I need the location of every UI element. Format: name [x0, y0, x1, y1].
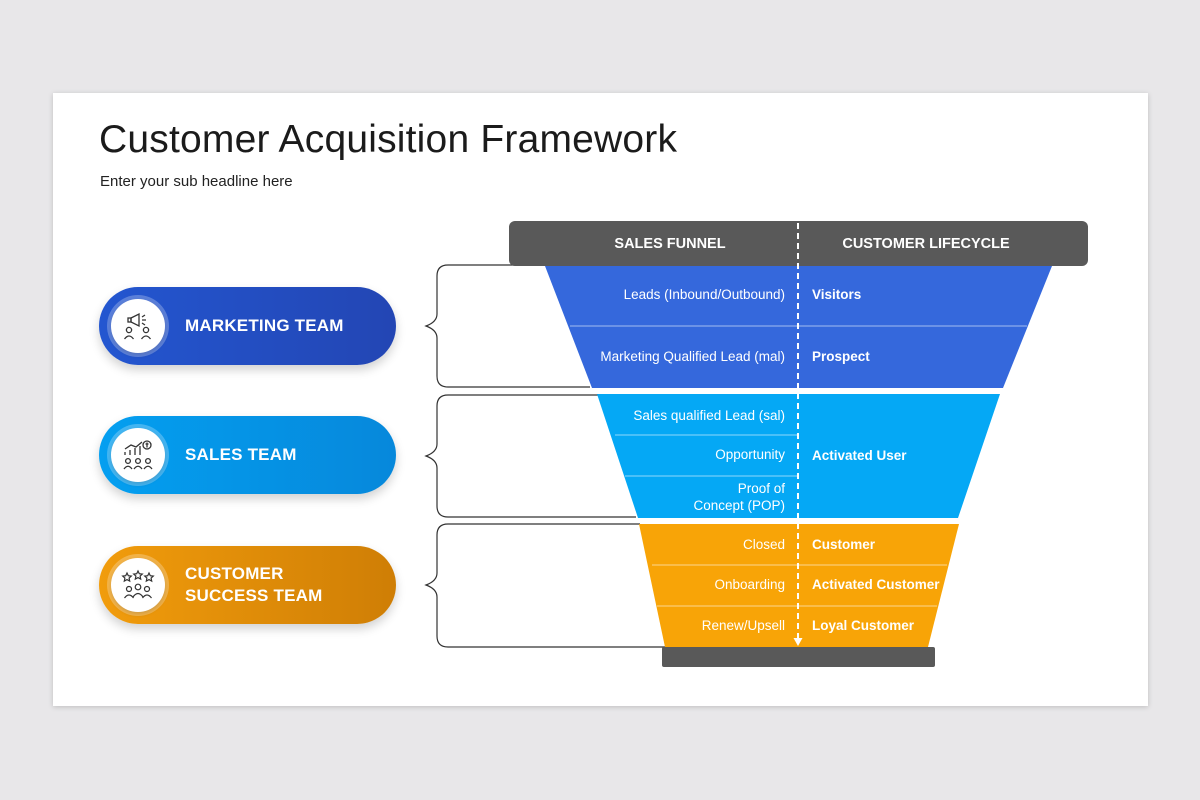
sales-funnel-header: SALES FUNNEL: [614, 236, 725, 252]
page-subtitle: Enter your sub headline here: [100, 173, 293, 190]
team-label: CUSTOMER SUCCESS TEAM: [185, 564, 323, 605]
megaphone-team-icon: [111, 299, 165, 353]
customer-success-bracket: [424, 523, 666, 648]
funnel-base-bar: [662, 647, 935, 667]
bracket-lines: [424, 264, 666, 648]
down-arrow-icon: [793, 638, 803, 646]
funnel-sales-label: Marketing Qualified Lead (mal): [600, 349, 785, 364]
funnel-sales-label: Renew/Upsell: [702, 618, 785, 633]
funnel-sales-label: Concept (POP): [693, 498, 785, 513]
sales-team-pill: SALES TEAM: [99, 416, 396, 494]
funnel-lifecycle-label: Activated Customer: [812, 577, 940, 592]
funnel-sales-label: Leads (Inbound/Outbound): [624, 287, 785, 302]
sales-bracket: [424, 394, 636, 518]
marketing-bracket: [424, 264, 590, 388]
funnel-lifecycle-label: Loyal Customer: [812, 618, 915, 633]
customer-lifecycle-header: CUSTOMER LIFECYCLE: [842, 236, 1010, 252]
customer-success-team-pill: CUSTOMER SUCCESS TEAM: [99, 546, 396, 624]
funnel-lifecycle-label: Prospect: [812, 349, 870, 364]
team-label: MARKETING TEAM: [185, 316, 344, 335]
page-title: Customer Acquisition Framework: [99, 118, 678, 161]
rating-stars-team-icon: [111, 558, 165, 612]
marketing-team-pill: MARKETING TEAM: [99, 287, 396, 365]
funnel-sales-label: Proof of: [738, 481, 786, 496]
funnel-lifecycle-label: Visitors: [812, 287, 861, 302]
funnel-sales-label: Onboarding: [714, 577, 785, 592]
sales-growth-team-icon: [111, 428, 165, 482]
funnel-lifecycle-label: Customer: [812, 537, 876, 552]
funnel-lifecycle-label: Activated User: [812, 448, 907, 463]
team-label: SALES TEAM: [185, 445, 297, 464]
funnel-sales-label: Closed: [743, 537, 785, 552]
funnel-sales-label: Sales qualified Lead (sal): [633, 408, 785, 423]
funnel-sales-label: Opportunity: [715, 447, 785, 462]
